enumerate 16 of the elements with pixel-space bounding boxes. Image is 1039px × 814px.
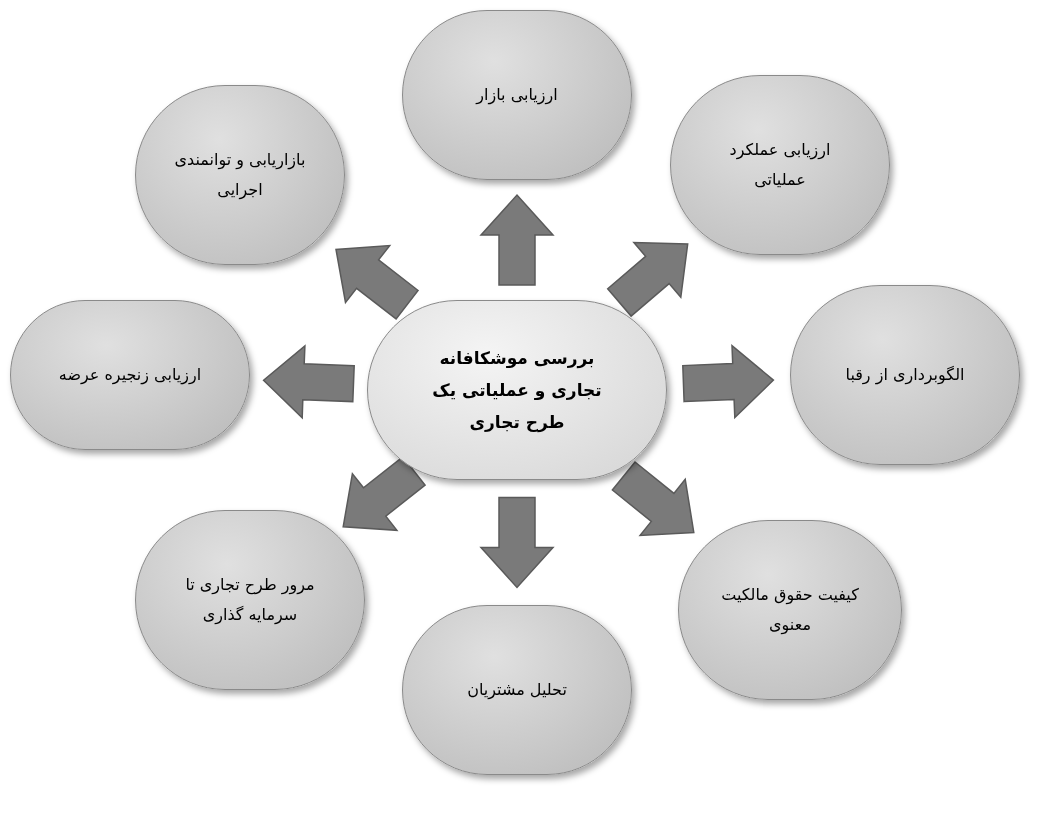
block-arrow xyxy=(611,460,695,537)
block-arrow xyxy=(479,496,555,589)
block-arrow xyxy=(606,241,689,318)
node-text: تحلیل مشتریان xyxy=(466,678,568,702)
node-text: الگوبرداری از رقبا xyxy=(845,363,965,387)
node-text: بررسی موشکافانه تجاری و عملیاتی یک طرح تجاری xyxy=(431,346,603,435)
block-arrow xyxy=(335,244,420,320)
block-arrow xyxy=(479,193,555,286)
node-text: ارزیابی بازار xyxy=(474,83,559,107)
node-text: ارزیابی زنجیره عرضه xyxy=(57,363,203,387)
node-text: بازاریابی و توانمندی اجرایی xyxy=(173,148,307,202)
node-text: کیفیت حقوق مالکیت معنوی xyxy=(720,583,860,637)
node-text: ارزیابی عملکرد عملیاتی xyxy=(728,138,832,191)
block-arrow xyxy=(682,344,775,420)
node-text: مرور طرح تجاری تا سرمایه گذاری xyxy=(184,573,316,627)
block-arrow xyxy=(262,344,355,420)
